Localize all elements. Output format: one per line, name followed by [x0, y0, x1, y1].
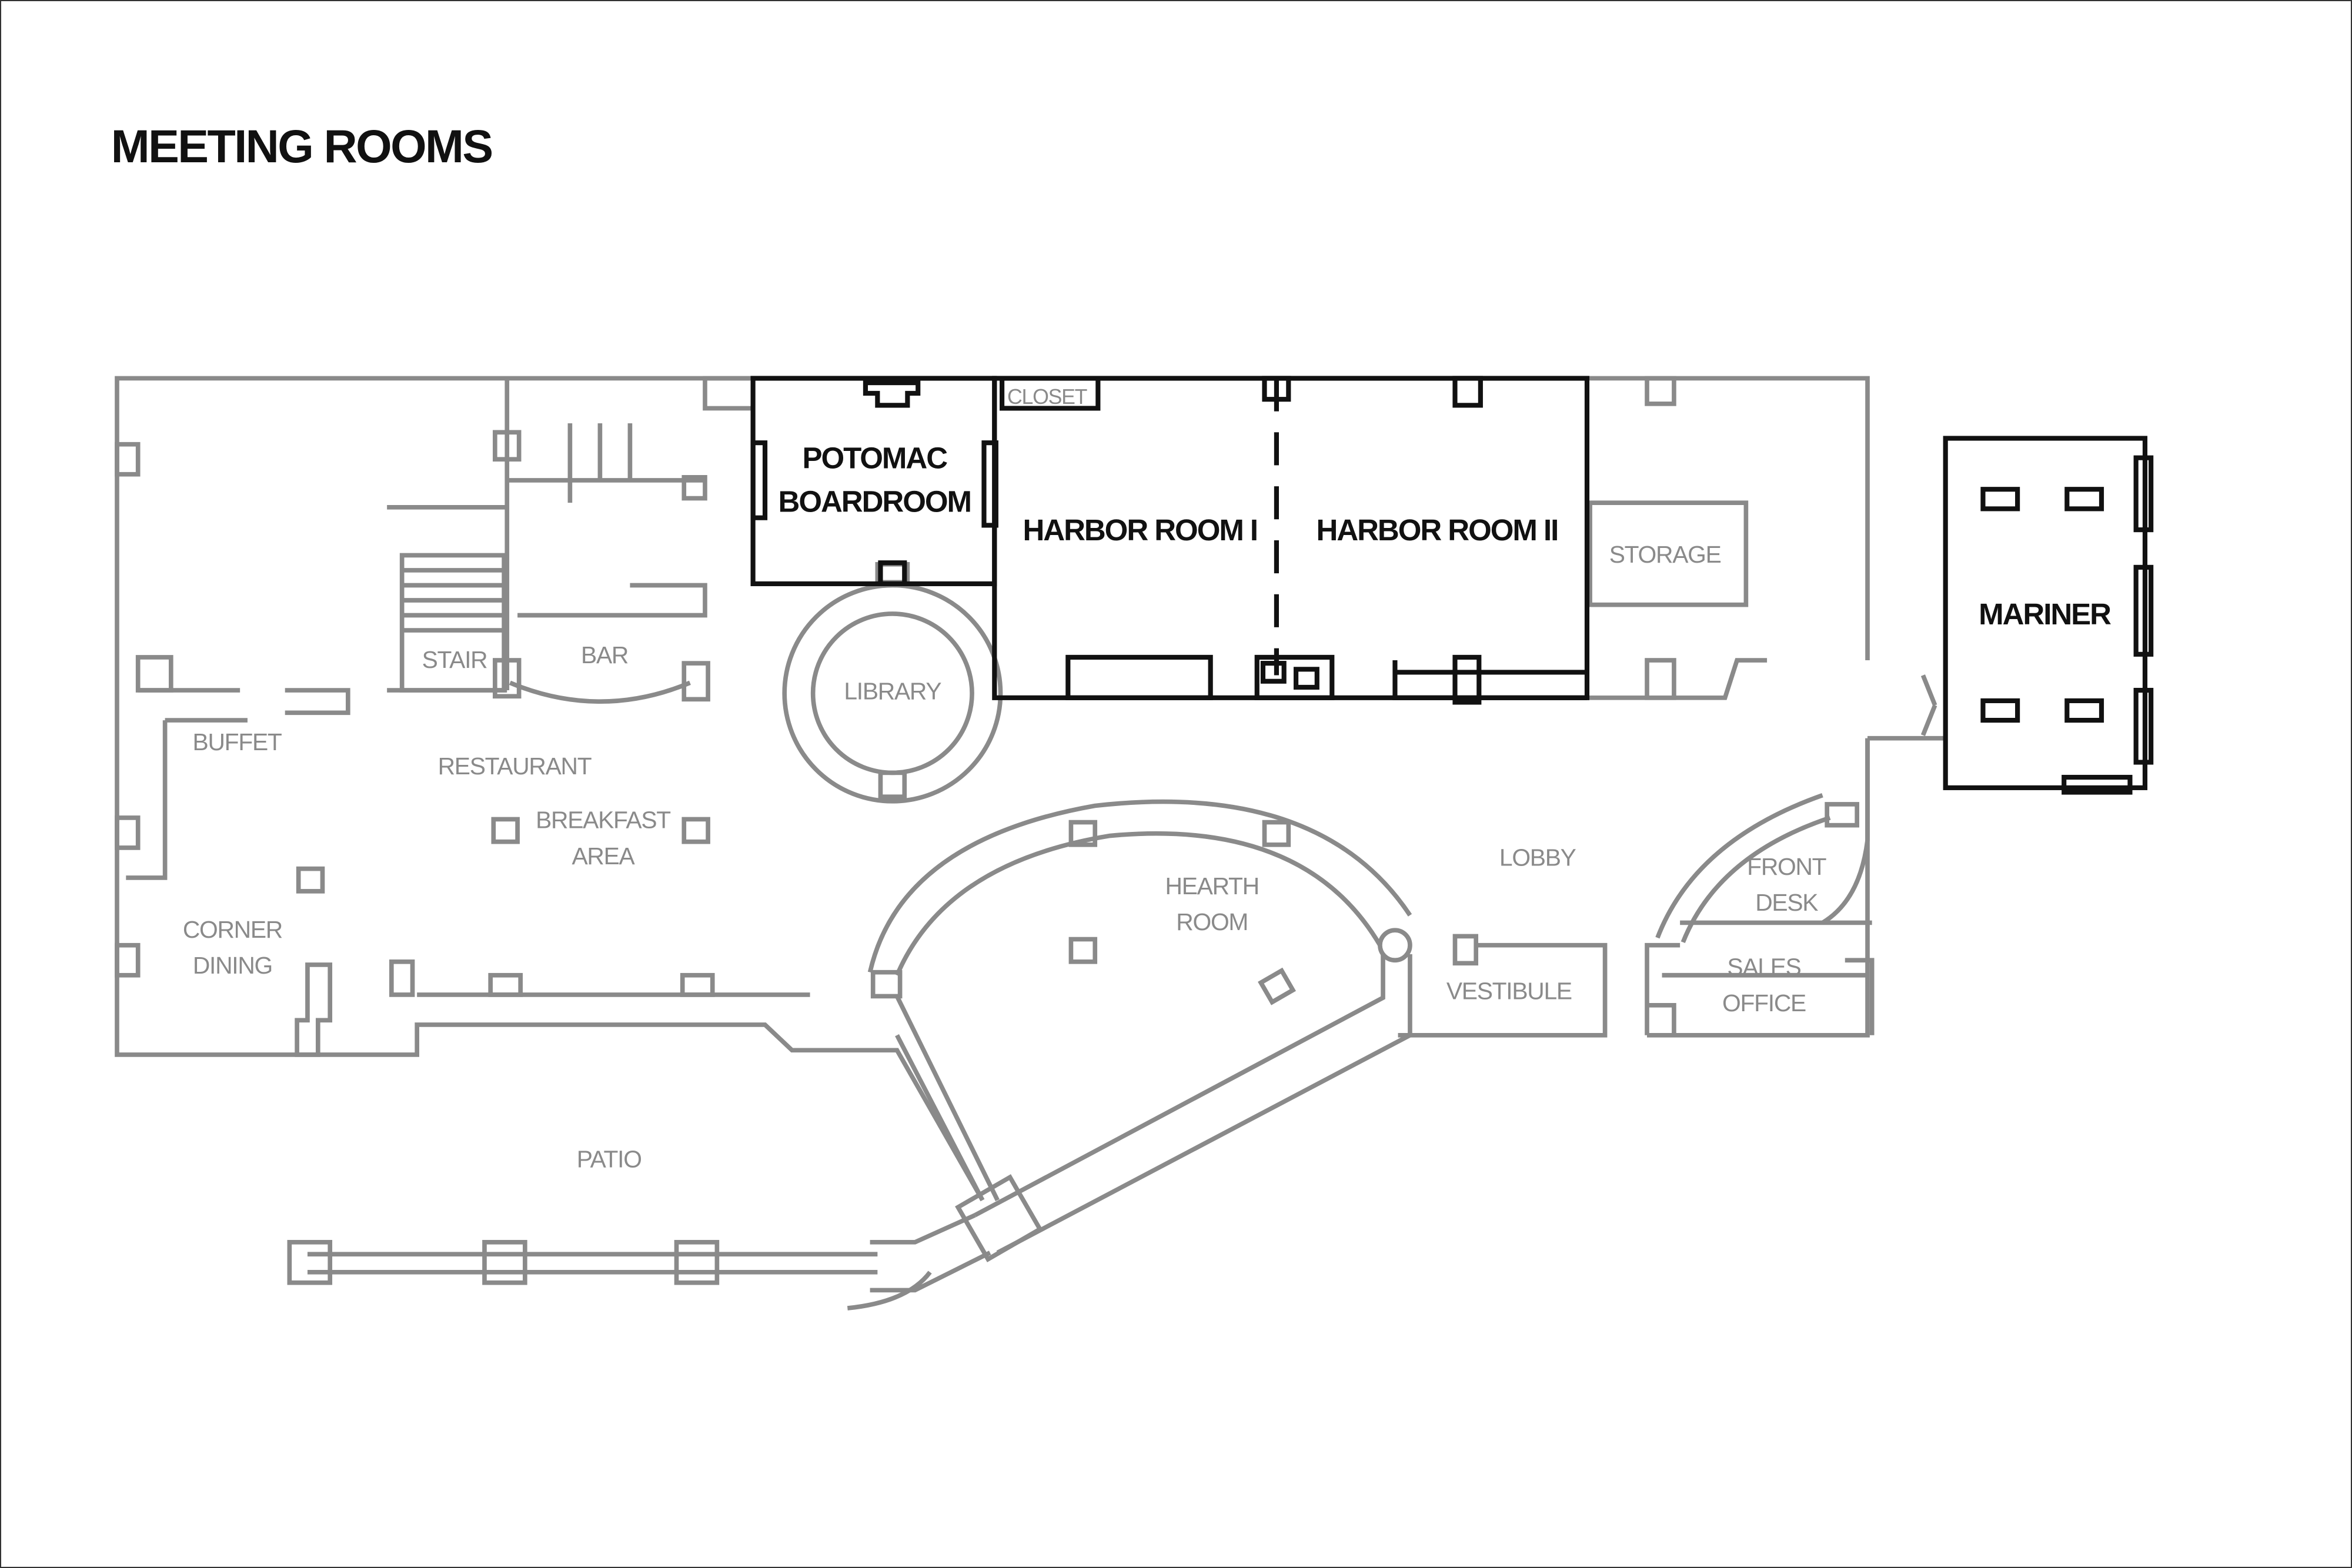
- area-stair: STAIR: [422, 646, 487, 673]
- area-lobby: LOBBY: [1499, 844, 1576, 871]
- area-restaurant: RESTAURANT: [438, 753, 592, 780]
- meeting-room-harbor-2[interactable]: HARBOR ROOM II: [1317, 513, 1559, 547]
- meeting-room-harbor-1[interactable]: HARBOR ROOM I: [1023, 513, 1258, 547]
- area-breakfast: BREAKFAST: [536, 807, 670, 834]
- area-vestibule: VESTIBULE: [1446, 978, 1572, 1005]
- area-storage: STORAGE: [1609, 541, 1721, 568]
- area-labels: CLOSET STORAGE STAIR BAR LIBRARY BUFFET …: [183, 385, 1827, 1172]
- room-label: POTOMAC: [802, 442, 947, 475]
- area-bar: BAR: [581, 641, 628, 668]
- area-buffet: BUFFET: [193, 728, 282, 755]
- area-hearth-room: HEARTH: [1165, 872, 1259, 900]
- area-corner-dining: DINING: [193, 952, 272, 979]
- area-patio: PATIO: [577, 1145, 642, 1172]
- meeting-room-walls: [750, 376, 2154, 795]
- area-front-desk: FRONT: [1747, 853, 1826, 880]
- area-library: LIBRARY: [844, 677, 941, 704]
- page-title: MEETING ROOMS: [111, 120, 492, 172]
- area-front-desk: DESK: [1755, 889, 1818, 916]
- area-sales-office: SALES: [1727, 954, 1800, 981]
- area-breakfast: AREA: [572, 842, 636, 870]
- room-label: BOARDROOM: [779, 484, 971, 518]
- building-walls: [115, 376, 1945, 1310]
- meeting-room-mariner[interactable]: MARINER: [1979, 597, 2112, 631]
- area-corner-dining: CORNER: [183, 916, 282, 943]
- area-sales-office: OFFICE: [1722, 989, 1806, 1017]
- meeting-room-potomac[interactable]: POTOMAC BOARDROOM: [779, 442, 972, 519]
- area-closet: CLOSET: [1007, 385, 1087, 409]
- area-hearth-room: ROOM: [1176, 908, 1248, 935]
